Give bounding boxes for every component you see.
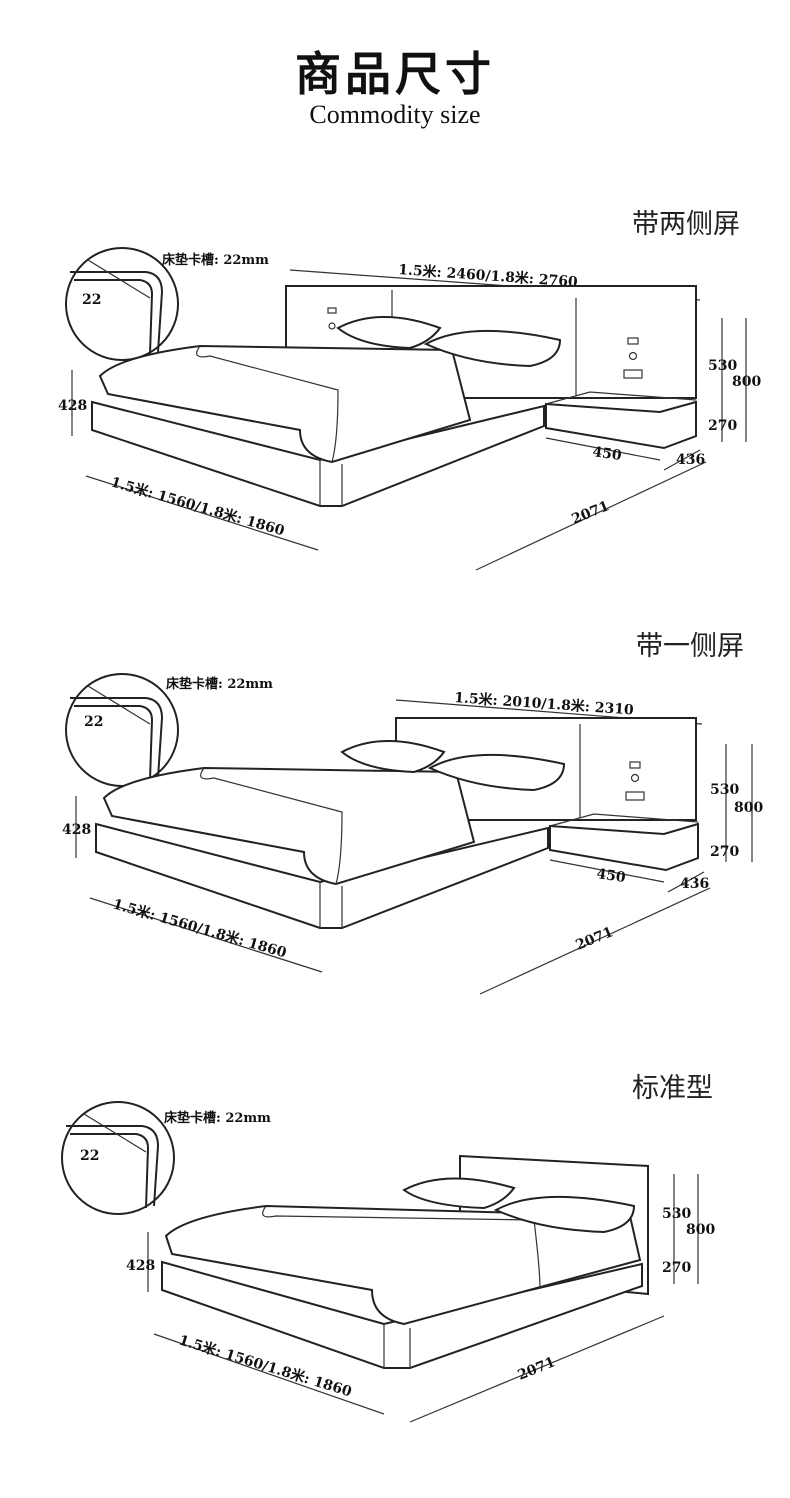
page-subtitle: Commodity size bbox=[309, 100, 481, 129]
inset-value: 22 bbox=[84, 714, 103, 730]
inset-value: 22 bbox=[80, 1148, 99, 1164]
section-label: 带两侧屏 bbox=[632, 209, 740, 240]
switch-icon bbox=[629, 761, 641, 769]
slot-detail-inset: 22 bbox=[65, 673, 179, 787]
section-label: 带一侧屏 bbox=[636, 631, 744, 662]
pillow-left bbox=[336, 316, 442, 350]
slot-detail-inset: 22 bbox=[65, 247, 179, 361]
light-icon-right bbox=[628, 351, 638, 361]
bed-length-label: 2071 bbox=[570, 498, 612, 527]
switch-icon bbox=[327, 307, 337, 314]
upper-height-label: 530 bbox=[662, 1206, 691, 1222]
nightstand-depth-label: 436 bbox=[676, 452, 705, 468]
bed-height-label: 428 bbox=[62, 822, 91, 838]
nightstand-depth-label: 436 bbox=[680, 876, 709, 892]
page-title: 商品尺寸 bbox=[295, 47, 495, 101]
bed-diagram-two-side-panels: 22 床垫卡槽: 22mm 1.5米: 2460/1.8米: 2760 428 bbox=[58, 247, 761, 571]
section-two-side-panels: 带两侧屏 22 床垫卡槽: 22mm 1.5米: 2460/1.8米: 2760 bbox=[0, 180, 790, 600]
bed-diagram-one-side-panel: 22 床垫卡槽: 22mm 1.5米: 2010/1.8米: 2310 428 … bbox=[62, 673, 763, 995]
bed-length-label: 2071 bbox=[574, 924, 616, 953]
bed-height-label: 428 bbox=[58, 398, 87, 414]
total-height-label: 800 bbox=[732, 374, 761, 390]
section-label: 标准型 bbox=[632, 1073, 713, 1104]
inset-value: 22 bbox=[82, 292, 101, 308]
pillow-right bbox=[493, 1195, 636, 1234]
nightstand bbox=[549, 822, 699, 872]
pillow-left bbox=[402, 1177, 516, 1210]
nightstand bbox=[545, 400, 697, 450]
mattress-slot-label: 床垫卡槽: 22mm bbox=[164, 1110, 271, 1126]
upper-height-label: 530 bbox=[710, 782, 739, 798]
lower-height-label: 270 bbox=[710, 844, 739, 860]
nightstand-width-label: 450 bbox=[591, 444, 622, 464]
nightstand-width-label: 450 bbox=[595, 866, 626, 886]
upper-height-label: 530 bbox=[708, 358, 737, 374]
mattress-slot-label: 床垫卡槽: 22mm bbox=[166, 676, 273, 692]
bed-length-label: 2071 bbox=[516, 1354, 558, 1383]
bed-diagram-standard: 22 床垫卡槽: 22mm 428 530 800 270 2071 1.5米:… bbox=[61, 1101, 715, 1423]
switch-icon-right bbox=[627, 337, 639, 345]
lower-height-label: 270 bbox=[662, 1260, 691, 1276]
bed-height-label: 428 bbox=[126, 1258, 155, 1274]
lower-height-label: 270 bbox=[708, 418, 737, 434]
usb-socket-icon bbox=[625, 791, 645, 801]
light-icon bbox=[630, 773, 640, 783]
headboard-width-label: 1.5米: 2010/1.8米: 2310 bbox=[454, 689, 635, 719]
total-height-label: 800 bbox=[734, 800, 763, 816]
pillow-right bbox=[427, 753, 566, 792]
slot-detail-inset: 22 bbox=[61, 1101, 175, 1215]
pillow-right bbox=[423, 329, 562, 368]
section-one-side-panel: 带一侧屏 22 床垫卡槽: 22mm 1.5米: 2010/1.8米: 2310… bbox=[0, 606, 790, 1026]
usb-socket-icon bbox=[623, 369, 643, 379]
total-height-label: 800 bbox=[686, 1222, 715, 1238]
pillow-left bbox=[340, 740, 446, 774]
section-standard: 标准型 22 床垫卡槽: 22mm 428 530 800 270 2071 1… bbox=[0, 1050, 790, 1470]
mattress-slot-label: 床垫卡槽: 22mm bbox=[162, 252, 269, 268]
light-icon bbox=[328, 322, 336, 330]
